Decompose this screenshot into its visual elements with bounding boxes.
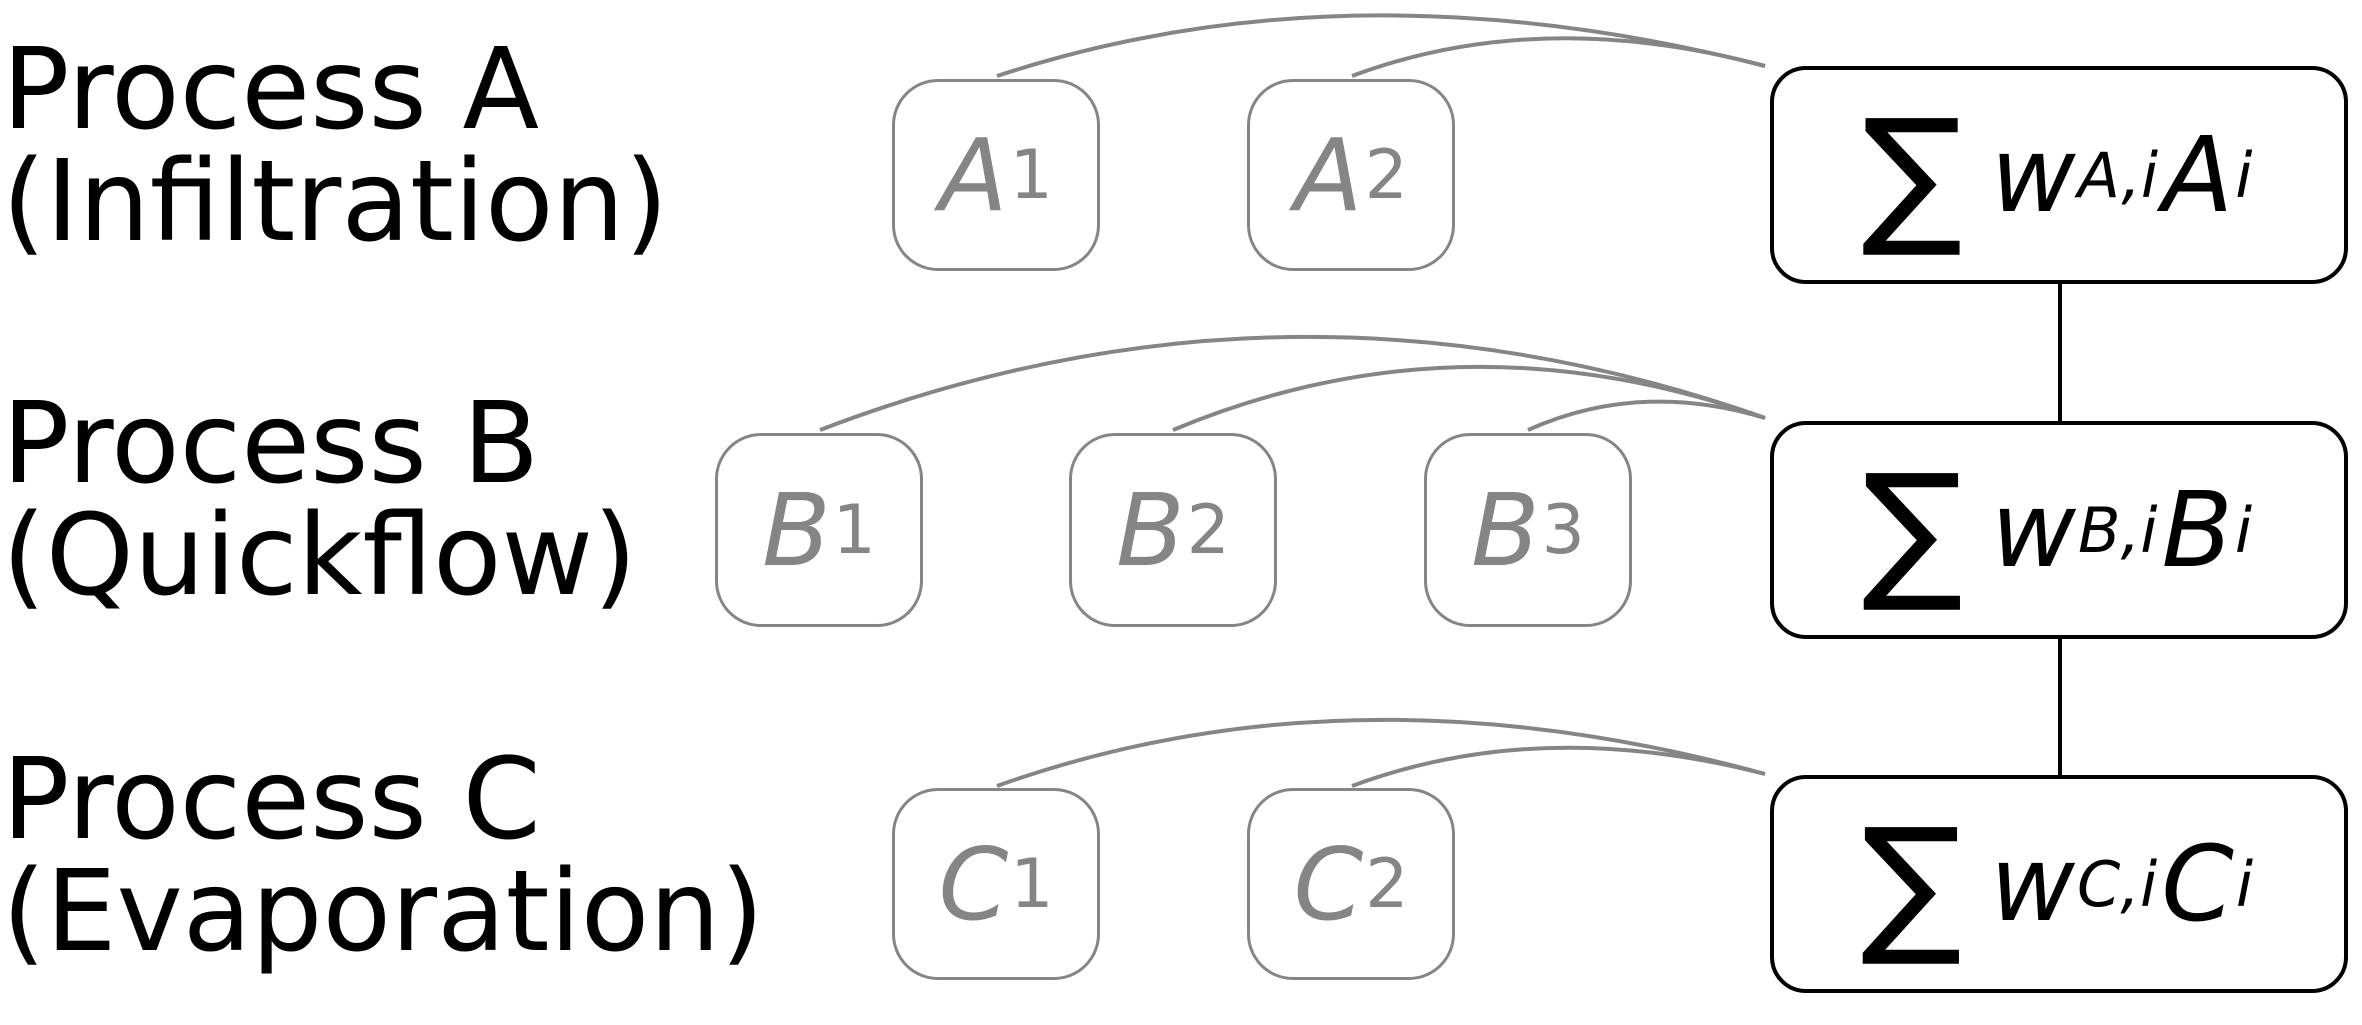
component-b1-index: 1 bbox=[832, 490, 876, 570]
component-a1-index: 1 bbox=[1009, 135, 1053, 215]
component-b3-index: 3 bbox=[1541, 490, 1585, 570]
component-a1-letter: A bbox=[939, 116, 1008, 234]
process-a-subtitle: (Infiltration) bbox=[2, 137, 669, 267]
process-b-title: Process B bbox=[2, 379, 540, 509]
sum-b-weight: w bbox=[1990, 469, 2077, 591]
component-c2-index: 2 bbox=[1365, 844, 1409, 924]
component-c1-letter: C bbox=[938, 825, 1009, 943]
process-a-label: Process A (Infiltration) bbox=[2, 34, 668, 258]
sum-c-weight: w bbox=[1989, 823, 2076, 945]
connector-b1 bbox=[819, 334, 1766, 432]
connector-a2 bbox=[1351, 36, 1766, 78]
sum-c-weight-sub: C,i bbox=[2077, 847, 2158, 921]
sum-a-weight: w bbox=[1990, 114, 2076, 236]
sum-a-var-sub: i bbox=[2235, 138, 2253, 212]
connector-c1 bbox=[996, 717, 1766, 788]
component-b1-letter: B bbox=[762, 471, 831, 589]
component-c2-letter: C bbox=[1293, 825, 1364, 943]
process-c-title: Process C bbox=[2, 735, 541, 865]
process-c-label: Process C (Evaporation) bbox=[2, 744, 764, 968]
sum-c-var-sub: i bbox=[2235, 847, 2254, 921]
process-a-title: Process A bbox=[2, 25, 540, 155]
sum-a-sigma: ∑ bbox=[1861, 88, 1963, 262]
connector-c2 bbox=[1351, 745, 1766, 788]
sum-b-var-sub: i bbox=[2234, 493, 2253, 567]
connector-a1 bbox=[996, 13, 1766, 78]
sum-a-weight-sub: A,i bbox=[2077, 138, 2159, 212]
component-a2-letter: A bbox=[1294, 116, 1363, 234]
sum-b-var: B bbox=[2161, 469, 2233, 591]
connector-b3 bbox=[1527, 399, 1766, 432]
process-c-subtitle: (Evaporation) bbox=[2, 847, 764, 977]
process-b-subtitle: (Quickflow) bbox=[2, 491, 637, 621]
component-b2-letter: B bbox=[1116, 471, 1185, 589]
sum-a-var: A bbox=[2162, 114, 2234, 236]
component-c1-index: 1 bbox=[1010, 844, 1054, 924]
sum-c-var: C bbox=[2161, 823, 2234, 945]
sum-c-sigma: ∑ bbox=[1860, 797, 1962, 971]
component-a2-index: 2 bbox=[1364, 135, 1408, 215]
sum-b-weight-sub: B,i bbox=[2078, 493, 2158, 567]
sum-b-sigma: ∑ bbox=[1861, 443, 1963, 617]
component-b2-index: 2 bbox=[1186, 490, 1230, 570]
component-b3-letter: B bbox=[1471, 471, 1540, 589]
connector-b2 bbox=[1172, 364, 1766, 432]
process-b-label: Process B (Quickflow) bbox=[2, 388, 637, 612]
